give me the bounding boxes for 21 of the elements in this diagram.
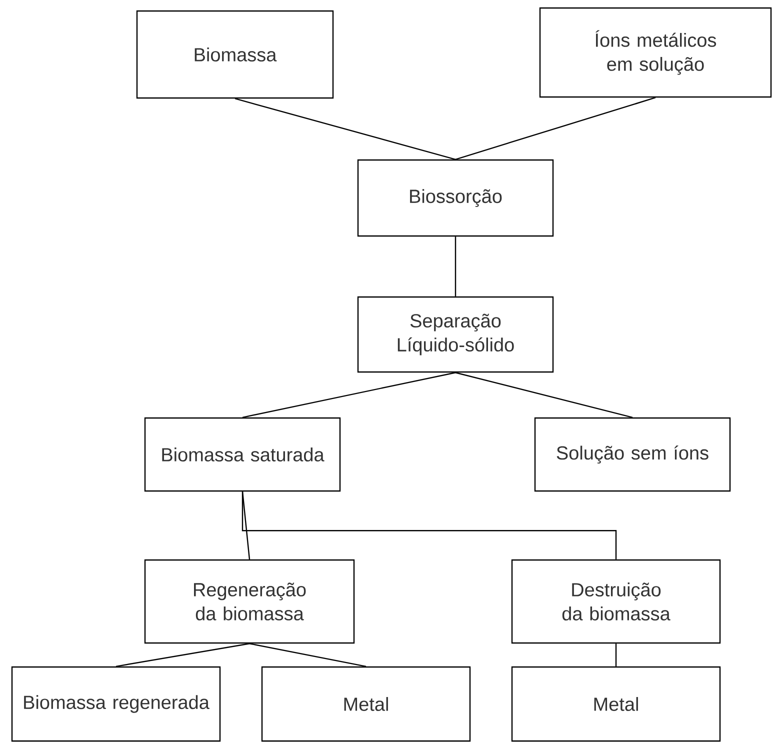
connector-line bbox=[242, 372, 456, 418]
process-box: Metal bbox=[511, 666, 721, 742]
process-box: Biomassa regenerada bbox=[11, 666, 221, 742]
connector-line bbox=[455, 372, 633, 418]
connector-line bbox=[249, 643, 366, 667]
connector-line bbox=[242, 492, 617, 560]
connector-line bbox=[455, 97, 656, 160]
connector-line bbox=[615, 644, 617, 666]
process-box: Biomassa saturada bbox=[144, 417, 341, 492]
process-box: Solução sem íons bbox=[534, 417, 731, 492]
process-box: Separação Líquido-sólido bbox=[357, 296, 554, 373]
process-box: Destruição da biomassa bbox=[511, 559, 721, 644]
process-box: Biossorção bbox=[357, 159, 554, 237]
process-box: Regeneração da biomassa bbox=[144, 559, 355, 644]
process-box: Biomassa bbox=[136, 10, 334, 99]
connector-line bbox=[242, 492, 250, 560]
process-box: Íons metálicos em solução bbox=[539, 7, 772, 98]
connector-line bbox=[234, 98, 456, 160]
process-box: Metal bbox=[261, 666, 471, 742]
connector-line bbox=[454, 236, 456, 296]
connector-line bbox=[116, 643, 250, 667]
